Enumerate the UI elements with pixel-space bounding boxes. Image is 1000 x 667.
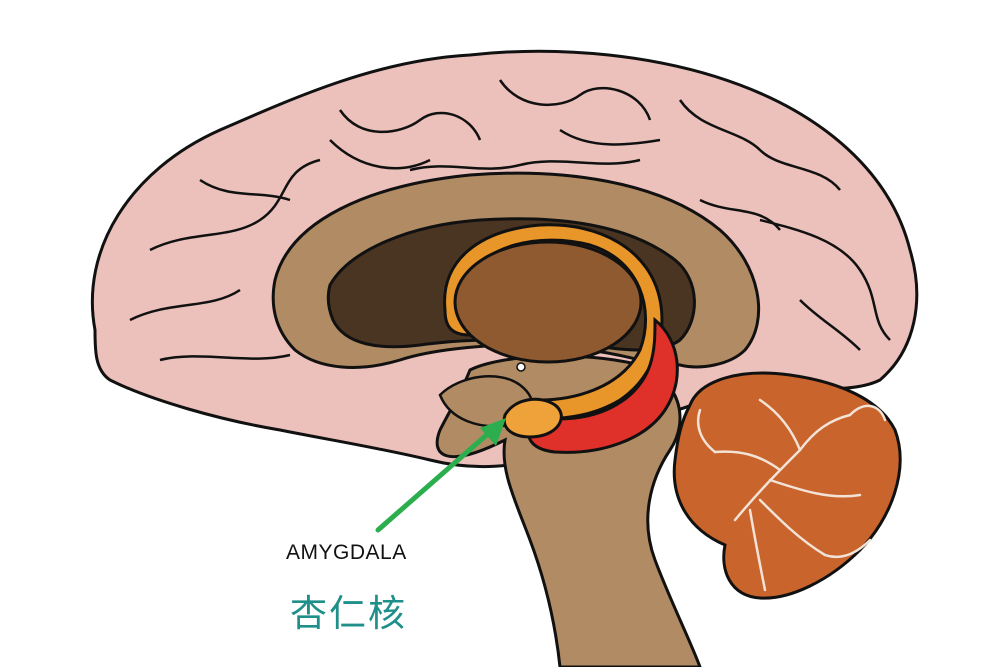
gyri-lines xyxy=(129,79,891,362)
thalamus xyxy=(453,240,643,364)
label-amygdala-english: AMYGDALA xyxy=(286,541,407,564)
amygdala xyxy=(502,397,563,439)
pineal-dot xyxy=(516,362,526,372)
arbor-vitae xyxy=(696,398,887,592)
label-amygdala-chinese: 杏仁核 xyxy=(290,592,407,635)
pointer-arrow xyxy=(375,418,506,533)
